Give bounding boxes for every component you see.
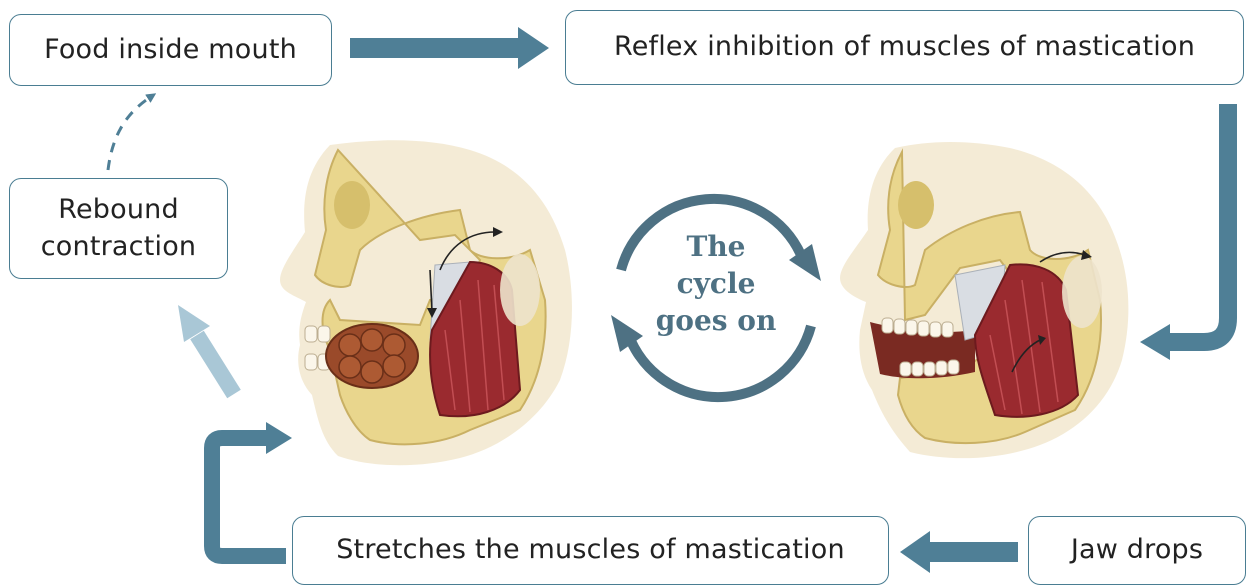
food-inside-mouth-label: Food inside mouth bbox=[44, 32, 297, 68]
stretches-muscles-label: Stretches the muscles of mastication bbox=[336, 532, 845, 568]
right-head-illustration bbox=[840, 142, 1128, 458]
reflex-inhibition-label: Reflex inhibition of muscles of masticat… bbox=[614, 29, 1195, 65]
stretches-muscles-box: Stretches the muscles of mastication bbox=[292, 516, 889, 585]
arrow-food-to-reflex bbox=[350, 27, 549, 69]
cycle-caption: The cycle goes on bbox=[636, 228, 796, 339]
arrow-reflex-to-head bbox=[1140, 104, 1228, 360]
reflex-inhibition-box: Reflex inhibition of muscles of masticat… bbox=[565, 10, 1244, 85]
jaw-drops-label: Jaw drops bbox=[1071, 532, 1203, 568]
rebound-label-line2: contraction bbox=[41, 229, 196, 265]
rebound-label-line1: Rebound bbox=[58, 192, 179, 228]
rebound-contraction-box: Rebound contraction bbox=[9, 178, 228, 279]
arrow-stretch-to-head bbox=[212, 422, 292, 556]
arrow-rebound-to-food bbox=[108, 96, 152, 170]
food-bolus bbox=[326, 324, 418, 388]
food-inside-mouth-box: Food inside mouth bbox=[9, 14, 332, 86]
cycle-line3: goes on bbox=[636, 302, 796, 339]
arrow-jaw-to-stretch bbox=[900, 531, 1018, 573]
jaw-drops-box: Jaw drops bbox=[1028, 516, 1246, 585]
cycle-line1: The bbox=[636, 228, 796, 265]
left-head-illustration bbox=[280, 140, 572, 465]
cycle-line2: cycle bbox=[636, 265, 796, 302]
arrow-to-rebound bbox=[178, 305, 234, 394]
